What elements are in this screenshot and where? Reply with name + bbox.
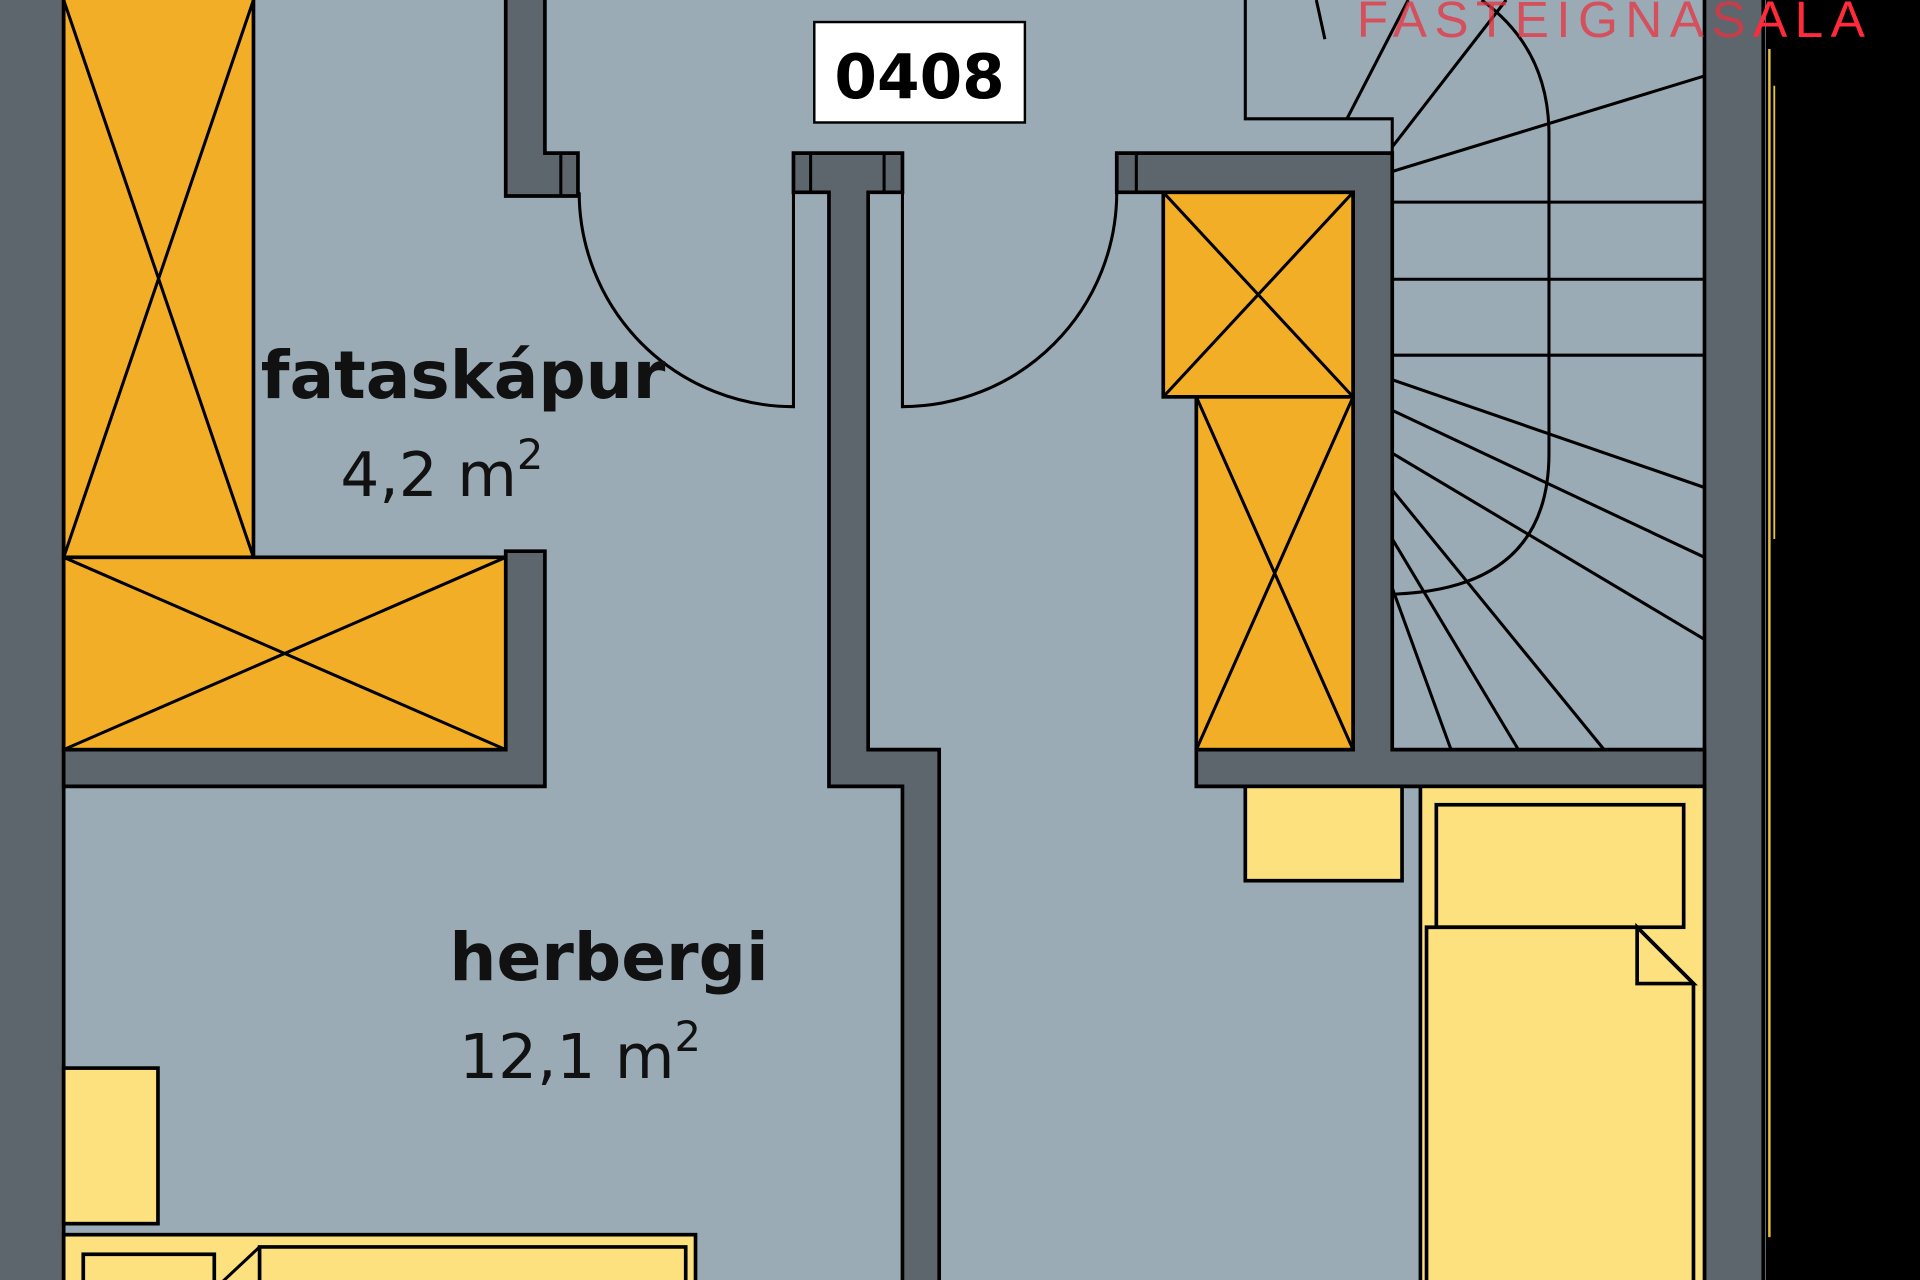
room-name-wardrobe: fataskápur — [261, 337, 666, 414]
unit-label: 0408 — [834, 42, 1004, 113]
desk — [61, 1066, 160, 1226]
staircase — [1243, 0, 1706, 751]
logo: FASTEIGNASALA — [1357, 0, 1873, 48]
door-swing — [577, 192, 795, 409]
furniture — [61, 784, 1707, 1280]
unit-label-box — [813, 20, 1027, 124]
wardrobe — [61, 0, 1355, 752]
door-swing — [900, 192, 1119, 409]
right-wall — [1702, 0, 1766, 1280]
nightstand — [1243, 784, 1404, 883]
room-area-bedroom: 12,1 m2 — [459, 1012, 701, 1093]
pillow — [1434, 802, 1686, 930]
room-area-wardrobe: 4,2 m2 — [340, 430, 543, 511]
left-wall — [0, 0, 66, 1280]
room-name-bedroom: herbergi — [449, 919, 768, 996]
blanket — [1424, 925, 1696, 1280]
wardrobe-wall-stub — [503, 0, 580, 198]
